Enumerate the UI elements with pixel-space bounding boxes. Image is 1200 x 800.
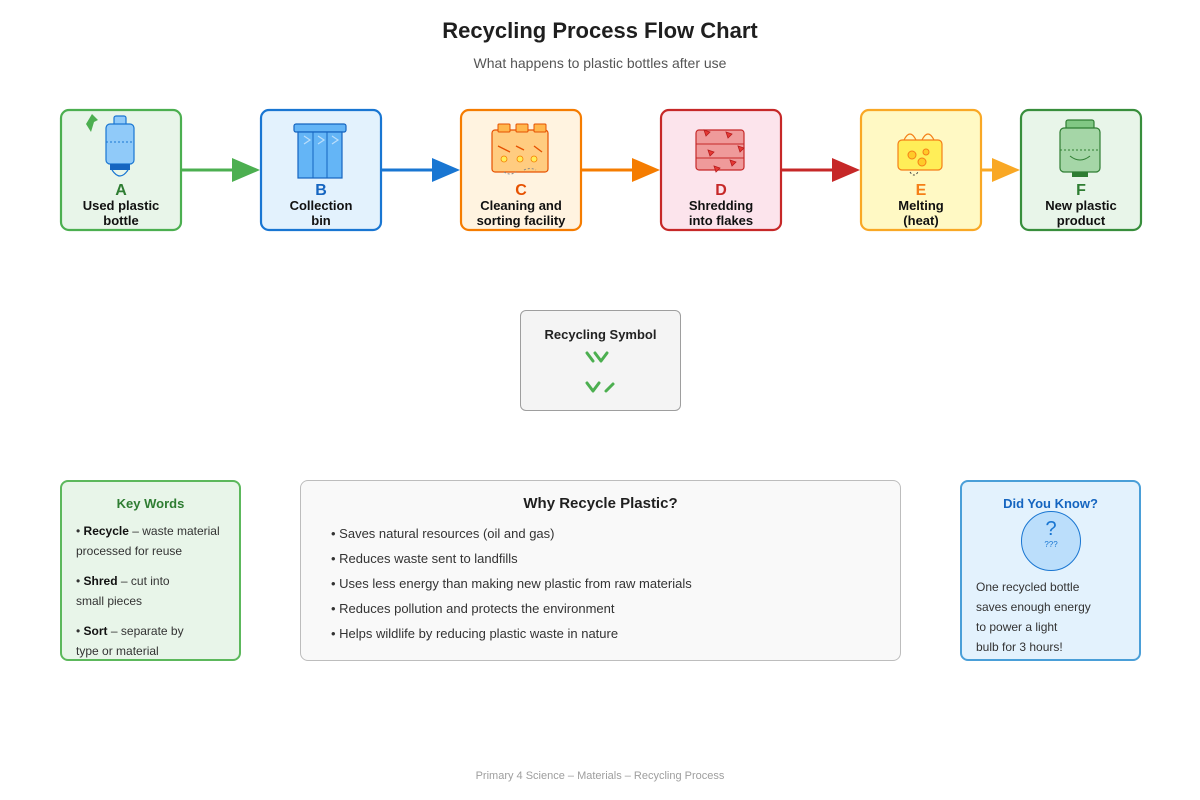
step-letter: D <box>715 182 727 199</box>
why-recycle-item: • Reduces pollution and protects the env… <box>331 601 615 616</box>
step-label: Shredding <box>689 198 753 213</box>
melting-pot-icon <box>897 133 943 176</box>
did-you-know-panel: Did You Know? ? ??? One recycled bottle … <box>960 480 1141 661</box>
fact-line: saves enough energy <box>976 600 1091 614</box>
page-subtitle: What happens to plastic bottles after us… <box>473 55 727 71</box>
why-recycle-item: • Uses less energy than making new plast… <box>331 576 692 591</box>
fact-line: bulb for 3 hours! <box>976 640 1063 654</box>
question-marks-small: ??? <box>1044 540 1058 549</box>
step-letter: A <box>115 182 127 199</box>
why-recycle-item: • Saves natural resources (oil and gas) <box>331 526 555 541</box>
key-word-definition: – waste material <box>128 524 220 538</box>
fact-line: to power a light <box>976 620 1058 634</box>
recycling-bin-icon <box>293 123 347 179</box>
question-mark: ? <box>1045 518 1057 540</box>
key-word-definition-cont: processed for reuse <box>76 544 183 558</box>
key-word-term: Shred <box>83 574 118 588</box>
step-label: Cleaning and <box>480 198 562 213</box>
step-label-line2: bin <box>311 213 331 228</box>
step-letter: F <box>1076 182 1086 199</box>
flow-arrow-head <box>992 158 1020 182</box>
step-letter: C <box>515 182 527 199</box>
recycle-arrow-icon <box>86 114 98 132</box>
key-word-definition-cont: small pieces <box>76 594 143 608</box>
why-recycle-item: • Helps wildlife by reducing plastic was… <box>331 626 619 641</box>
step-letter: E <box>916 182 927 199</box>
key-words-title: Key Words <box>116 496 185 511</box>
why-recycle-item: • Reduces waste sent to landfills <box>331 551 518 566</box>
why-recycle-list: • Saves natural resources (oil and gas) … <box>331 524 900 649</box>
step-label-line2: (heat) <box>903 213 938 228</box>
shredder-icon <box>695 129 745 173</box>
step-label: Used plastic <box>83 198 160 213</box>
why-recycle-title: Why Recycle Plastic? <box>523 495 678 512</box>
recycling-symbol-title: Recycling Symbol <box>544 327 657 342</box>
page-title: Recycling Process Flow Chart <box>442 18 758 43</box>
fact-line: One recycled bottle <box>976 580 1080 594</box>
step-label-line2: product <box>1057 213 1106 228</box>
step-label: Collection <box>290 198 353 213</box>
question-bulb-icon: ? ??? <box>1021 511 1081 571</box>
step-label-line2: into flakes <box>689 213 753 228</box>
why-recycle-panel: Why Recycle Plastic? • Saves natural res… <box>300 480 901 661</box>
step-letter: B <box>315 182 327 199</box>
plastic-bottle-icon <box>86 114 135 177</box>
new-product-icon <box>1059 119 1101 177</box>
key-word-definition: – separate by <box>107 624 184 638</box>
did-you-know-text: One recycled bottle saves enough energy … <box>976 577 1126 657</box>
sorting-facility-icon <box>491 123 549 175</box>
flow-arrow-head <box>432 158 460 182</box>
step-label-line2: sorting facility <box>477 213 567 228</box>
key-word-definition-cont: type or material <box>76 644 159 658</box>
step-label: Melting <box>898 198 944 213</box>
flow-arrow-head <box>632 158 660 182</box>
flow-arrow-head <box>832 158 860 182</box>
step-label-line2: bottle <box>103 213 138 228</box>
step-label: New plastic <box>1045 198 1117 213</box>
did-you-know-title: Did You Know? <box>1003 496 1098 511</box>
footer-caption: Primary 4 Science – Materials – Recyclin… <box>475 770 725 782</box>
recycling-symbol-icon <box>585 351 615 393</box>
key-word-term: Sort <box>83 624 108 638</box>
flow-arrow-head <box>232 158 260 182</box>
key-word-term: Recycle <box>83 524 129 538</box>
key-word-definition: – cut into <box>117 574 170 588</box>
recycling-symbol-box: Recycling Symbol <box>520 310 681 411</box>
